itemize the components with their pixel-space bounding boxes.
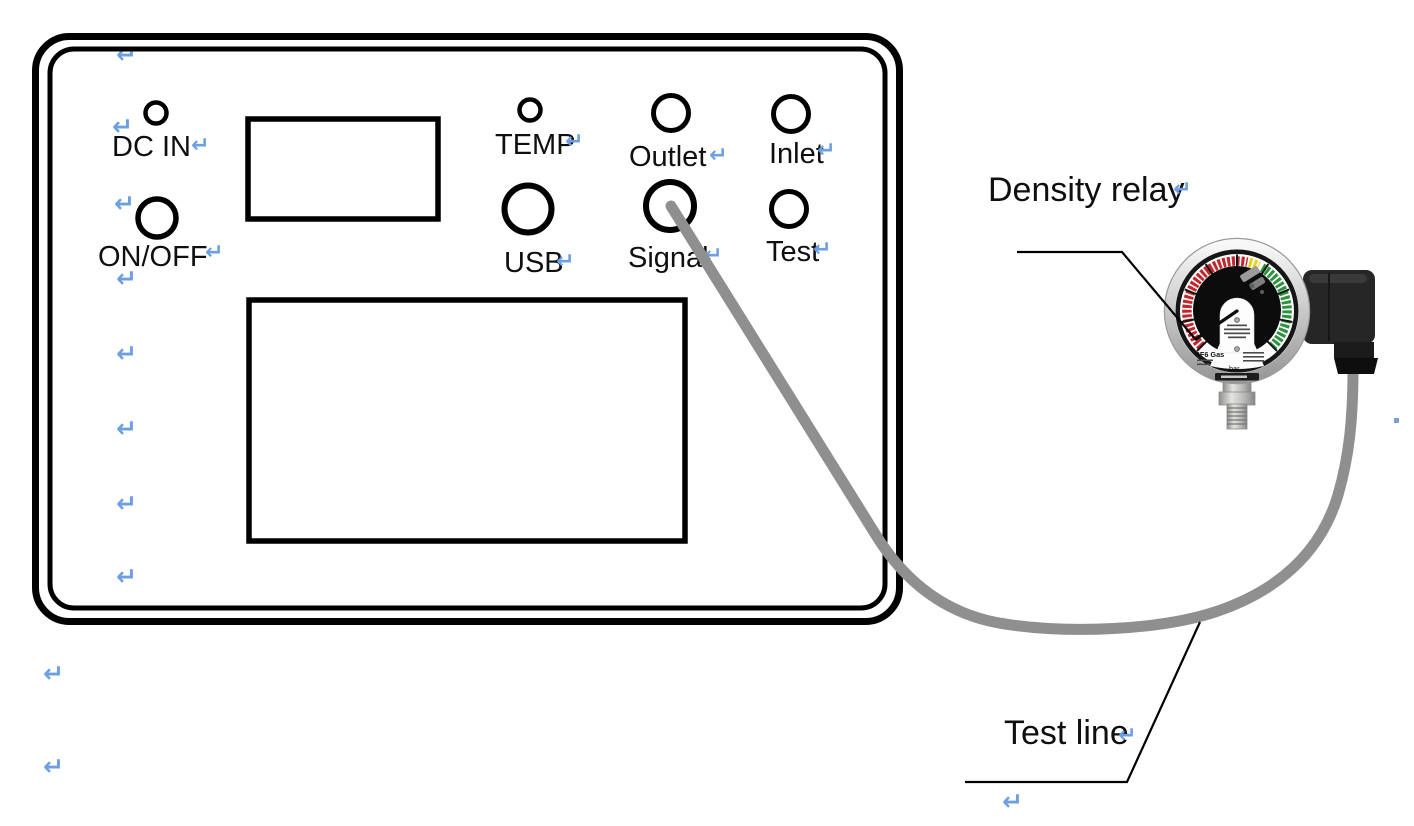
return-mark: ↵: [709, 143, 728, 168]
return-mark: ↵: [556, 249, 575, 274]
label-signal: Signal: [628, 242, 709, 274]
gauge-dial-rim: [1175, 249, 1299, 373]
gauge-stem: [1218, 375, 1256, 430]
label-on-off: ON/OFF: [98, 241, 208, 273]
return-mark: ↵: [1173, 177, 1192, 202]
callout-test-line: Test line: [1004, 714, 1129, 752]
density-relay-gauge: SF6 Gas bar: [1163, 237, 1378, 430]
scale-ticks: [1181, 254, 1293, 352]
return-mark: ↵: [813, 237, 832, 262]
gauge-cable-connector: [1293, 270, 1378, 374]
small-display-window: [245, 116, 441, 222]
maker-logo-plate: [1215, 373, 1259, 381]
pointer-mechanism: [1240, 266, 1260, 282]
cable-gland: [1334, 358, 1378, 374]
tester-panel-outer-border: [32, 33, 903, 625]
mechanism-window: [1193, 266, 1281, 354]
label-outlet: Outlet: [629, 141, 707, 173]
return-mark: ↵: [114, 189, 135, 218]
scale-band-yellow: [1247, 257, 1261, 271]
gauge-needle: [1194, 309, 1239, 341]
gauge-unit-label: bar: [1229, 364, 1240, 373]
label-temp: TEMP: [495, 129, 576, 161]
test-line-cable: [665, 200, 1359, 635]
gauge-bezel-outer: [1163, 237, 1311, 385]
usb-port: [501, 182, 555, 236]
main-display-screen: [246, 297, 688, 544]
keyhole-screw: [1234, 317, 1240, 323]
thread-lines: [1227, 407, 1247, 425]
pointer-mechanism: [1249, 276, 1266, 290]
on-off-button: [135, 196, 179, 240]
label-usb: USB: [504, 247, 564, 279]
return-mark: ↵: [704, 243, 723, 268]
return-mark: ↵: [1118, 723, 1137, 748]
test-port: [769, 189, 809, 229]
return-mark: ↵: [43, 659, 64, 688]
return-mark: ↵: [116, 562, 137, 591]
dc-in-led: [143, 100, 169, 126]
return-mark: ↵: [112, 112, 133, 141]
maker-logo-text: [1221, 375, 1247, 378]
gauge-bezel-ring: [1165, 239, 1309, 383]
return-mark: ↵: [205, 240, 224, 265]
return-mark: ↵: [565, 129, 584, 154]
bezel-highlight: [1283, 239, 1308, 254]
temp-led: [517, 97, 543, 123]
density-relay-leader-line: [1017, 250, 1197, 341]
return-mark: ↵: [116, 414, 137, 443]
return-mark: ↵: [116, 40, 137, 69]
return-mark: ↵: [191, 133, 210, 158]
keyhole-screw: [1234, 346, 1240, 352]
callout-density-relay: Density relay: [988, 171, 1185, 209]
scale-band-red: [1182, 256, 1249, 350]
signal-port: [643, 179, 697, 233]
dial-bottom-wedge: [1210, 304, 1264, 369]
test-line-leader-line: [965, 621, 1202, 784]
scale-band-green: [1259, 263, 1292, 350]
gauge-dial-face: [1180, 254, 1294, 368]
return-mark: ↵: [116, 264, 137, 293]
dial-keyhole-plate: [1219, 297, 1255, 354]
rating-text-lines: [1197, 324, 1264, 366]
label-inlet: Inlet: [769, 138, 824, 170]
gauge-gas-label: SF6 Gas: [1195, 350, 1224, 359]
return-mark: ↵: [43, 752, 64, 781]
cursor-dot: [1394, 418, 1399, 423]
outlet-port: [651, 93, 691, 133]
inlet-port: [771, 94, 811, 134]
return-mark: ↵: [116, 489, 137, 518]
return-mark: ↵: [817, 138, 836, 163]
label-test: Test: [766, 236, 820, 268]
return-mark: ↵: [116, 339, 137, 368]
return-mark: ↵: [1002, 787, 1023, 816]
